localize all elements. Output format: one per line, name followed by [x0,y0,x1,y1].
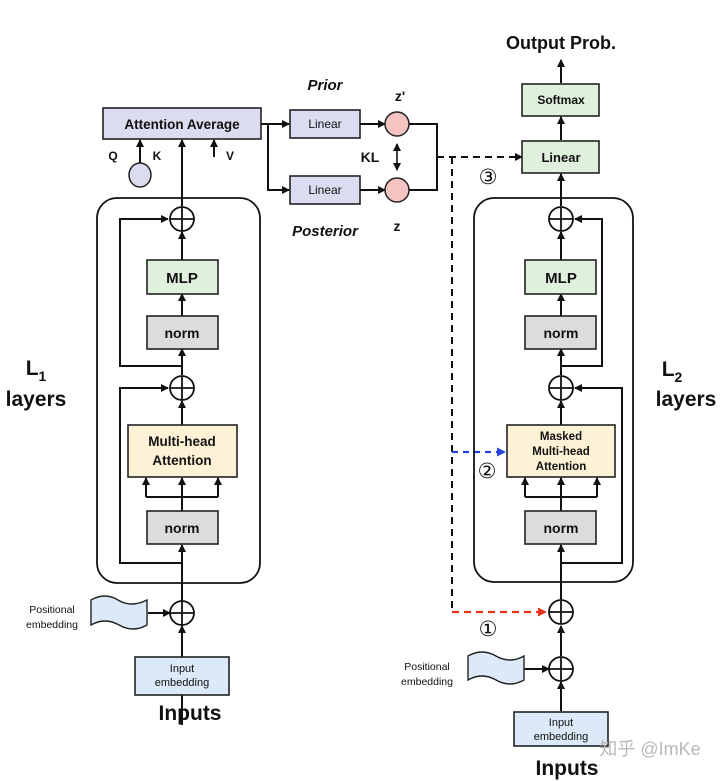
enc-attention-box [127,424,238,478]
enc-norm-top-box [146,315,219,350]
dec-attention-line3: Attention [536,461,586,473]
dec-residual-2 [561,215,603,367]
enc-layers-label: L1 [26,357,47,384]
linear-posterior-label: Linear [308,183,341,197]
dec-attention-line1: Masked [540,431,582,443]
enc-add-circle-top [169,206,195,232]
linear-prior-box [289,109,361,139]
z-prime-node [384,111,410,137]
z-node [384,177,410,203]
dec-inputs-title: Inputs [536,757,599,780]
v-label: V [226,149,234,163]
prior-title: Prior [307,77,343,94]
softmax-box [521,83,600,117]
enc-input-embedding-line2: embedding [155,677,209,689]
dec-input-embedding-box [513,711,609,747]
enc-norm-bottom-box [146,510,219,545]
marker-one: ① [479,618,498,641]
dec-input-embedding-line1: Input [549,717,573,729]
dec-layers-label: L2 [662,358,683,385]
encoder-layer-block [96,197,261,584]
z-merge-bracket [409,123,438,191]
enc-norm-bottom-label: norm [165,520,200,536]
enc-attention-line1: Multi-head [148,434,216,449]
enc-norm-top-label: norm [165,325,200,341]
k-label: K [153,149,162,163]
attention-average-label: Attention Average [124,117,240,132]
dec-add-circle-mid [548,375,574,401]
enc-residual-2 [119,215,182,367]
dec-input-embedding-line2: embedding [534,731,588,743]
watermark: 知乎 @ImKe [599,739,700,759]
z-prime-label: z' [395,88,405,104]
q-label: Q [108,149,117,163]
softmax-label: Softmax [537,93,585,107]
kl-label: KL [361,149,380,165]
enc-input-embedding-line1: Input [170,663,194,675]
decoder-stack: Output Prob. Softmax Linear [401,33,716,780]
dec-add-circle-latent [548,599,574,625]
enc-input-embedding-box [134,656,230,696]
dec-linear-label: Linear [541,150,580,165]
dec-positional-line2: embedding [401,676,453,688]
dec-norm-top-box [524,315,597,350]
dec-mlp-box [524,259,597,295]
dec-positional-embedding-icon [467,651,525,685]
marker-three: ③ [479,166,498,189]
enc-inputs-title: Inputs [159,702,222,725]
dec-mlp-label: MLP [545,270,577,287]
dec-norm-bottom-box [524,510,597,545]
marker-two: ② [478,460,497,483]
enc-layers-word: layers [6,388,67,411]
enc-mlp-box [146,259,219,295]
attention-average-box [102,107,262,140]
z-label: z [394,218,401,234]
learned-query-node [128,162,152,188]
enc-add-circle-bottom [169,600,195,626]
enc-mlp-label: MLP [166,270,198,287]
dec-layers-word: layers [656,388,717,411]
enc-residual-1 [119,384,182,564]
output-prob-title: Output Prob. [506,33,616,53]
encoder-stack: MLP norm Multi-head Attention norm Input… [6,139,261,725]
dec-add-circle-positional [548,656,574,682]
dec-norm-bottom-label: norm [544,520,579,536]
latent-module: Attention Average Q K V Prior Linear Lin… [102,77,547,641]
enc-add-circle-mid [169,375,195,401]
avg-to-posterior-arrow [267,124,290,194]
dec-norm-top-label: norm [544,325,579,341]
dec-add-circle-top [548,206,574,232]
posterior-title: Posterior [292,223,359,240]
dec-linear-box [521,140,600,174]
dec-attention-line2: Multi-head [532,446,590,458]
decoder-layer-block [473,197,634,583]
enc-positional-line2: embedding [26,619,78,631]
dec-residual-1 [561,384,623,564]
enc-attention-line2: Attention [152,453,211,468]
dec-masked-attention-box [506,424,616,478]
linear-prior-label: Linear [308,117,341,131]
enc-positional-embedding-icon [90,595,148,630]
enc-positional-line1: Positional [29,604,75,616]
dec-positional-line1: Positional [404,661,450,673]
